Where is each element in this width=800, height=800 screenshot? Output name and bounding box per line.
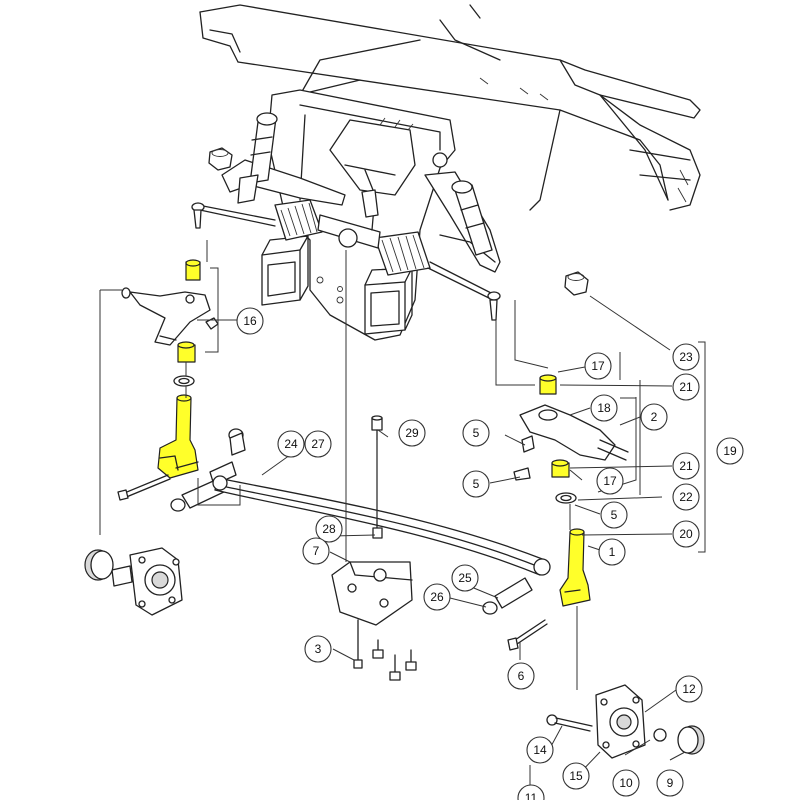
svg-text:10: 10 (619, 776, 633, 790)
left-spindle-assembly (117, 259, 219, 501)
callout-6: 6 (507, 662, 535, 690)
callout-16: 16 (236, 307, 264, 335)
bolt-6 (507, 619, 548, 651)
svg-text:22: 22 (679, 490, 693, 504)
callout-7: 7 (302, 537, 330, 565)
left-hub (111, 547, 183, 616)
callout-5-right-lower: 5 (600, 501, 628, 529)
callout-leaders (197, 295, 686, 776)
svg-text:16: 16 (243, 314, 257, 328)
svg-text:11: 11 (525, 791, 538, 800)
svg-text:9: 9 (667, 776, 674, 790)
callout-15: 15 (562, 762, 590, 790)
svg-text:2: 2 (651, 410, 658, 424)
svg-text:3: 3 (315, 642, 322, 656)
svg-text:5: 5 (473, 426, 480, 440)
svg-text:28: 28 (322, 522, 336, 536)
nut-23-left (208, 147, 233, 171)
callout-26: 26 (423, 583, 451, 611)
svg-text:5: 5 (611, 508, 618, 522)
svg-text:26: 26 (430, 590, 444, 604)
right-hub (595, 684, 667, 759)
callout-4: 5 (462, 419, 490, 447)
callout-17-top: 17 (584, 352, 612, 380)
callout-12: 12 (675, 675, 703, 703)
bolt-14 (546, 714, 593, 732)
svg-text:21: 21 (679, 380, 693, 394)
callout-21-bottom: 21 (672, 452, 700, 480)
callout-25: 25 (451, 564, 479, 592)
nut-23-right (564, 271, 589, 296)
svg-text:6: 6 (518, 669, 525, 683)
callout-3: 3 (304, 635, 332, 663)
svg-text:19: 19 (723, 444, 737, 458)
svg-text:12: 12 (682, 682, 696, 696)
callout-5-right-upper: 5 (462, 470, 490, 498)
svg-text:27: 27 (311, 437, 325, 451)
svg-text:25: 25 (458, 571, 472, 585)
callout-18: 18 (590, 394, 618, 422)
right-spindle-assembly (513, 374, 629, 607)
left-hub-cap (84, 549, 114, 581)
svg-text:24: 24 (284, 437, 298, 451)
svg-text:18: 18 (597, 401, 611, 415)
callout-10: 10 (612, 769, 640, 797)
leaf-spring (212, 475, 551, 576)
callout-23: 23 (672, 343, 700, 371)
callout-29: 29 (398, 419, 426, 447)
callout-22: 22 (672, 483, 700, 511)
svg-text:7: 7 (313, 544, 320, 558)
svg-text:14: 14 (533, 743, 547, 757)
right-hub-cap (677, 725, 705, 755)
svg-text:29: 29 (405, 426, 419, 440)
spring-plate (331, 561, 413, 626)
bolts-3 (353, 619, 417, 681)
front-crossmember (261, 89, 456, 341)
callout-14: 14 (526, 736, 554, 764)
svg-text:15: 15 (569, 769, 583, 783)
callout-9: 9 (656, 769, 684, 797)
callout-27: 27 (304, 430, 332, 458)
callout-24: 24 (277, 430, 305, 458)
right-leaf-spring-bolt (482, 577, 533, 615)
steering-rack (191, 169, 501, 321)
left-shock (237, 112, 278, 204)
svg-text:5: 5 (473, 477, 480, 491)
svg-text:21: 21 (679, 459, 693, 473)
svg-text:17: 17 (603, 474, 617, 488)
callout-28: 28 (315, 515, 343, 543)
svg-text:20: 20 (679, 527, 693, 541)
callout-2: 2 (640, 403, 668, 431)
svg-text:1: 1 (609, 545, 616, 559)
callout-20: 20 (672, 520, 700, 548)
svg-text:17: 17 (591, 359, 605, 373)
callout-21-top: 21 (672, 373, 700, 401)
callout-19: 19 (716, 437, 744, 465)
assembly-guide-lines (99, 240, 706, 785)
svg-text:23: 23 (679, 350, 693, 364)
callout-11: 11 (517, 784, 545, 800)
callout-1: 1 (598, 538, 626, 566)
callout-17-bottom: 17 (596, 467, 624, 495)
right-shock (432, 152, 493, 256)
